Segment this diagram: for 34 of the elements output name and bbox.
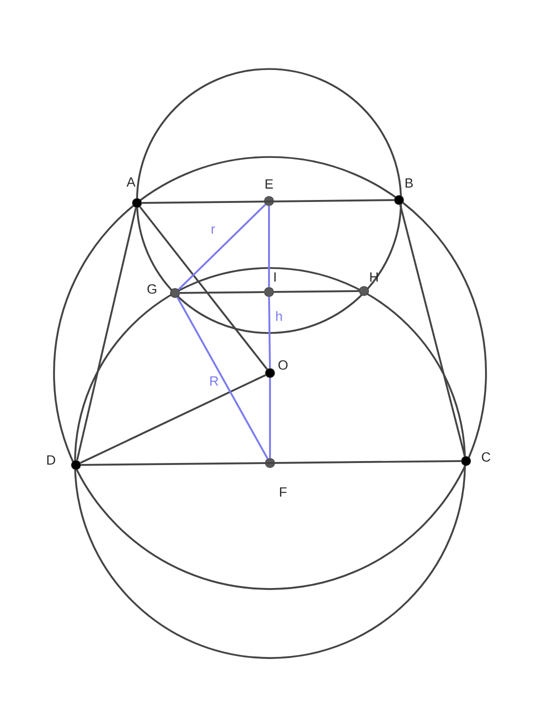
point <box>264 287 274 297</box>
point-label: E <box>266 179 273 189</box>
segment <box>178 204 266 290</box>
point <box>265 368 275 378</box>
segment <box>180 291 264 294</box>
segment <box>142 199 394 204</box>
point-label: C <box>482 452 490 462</box>
point-label: A <box>126 177 136 187</box>
edge-label: r <box>212 226 215 234</box>
point-label: D <box>47 455 56 465</box>
point <box>359 286 369 296</box>
segment <box>268 206 270 288</box>
edge-label: R <box>210 376 218 386</box>
segment <box>399 204 466 456</box>
segment <box>176 296 268 460</box>
segment <box>76 208 137 460</box>
segment <box>269 378 271 458</box>
segment <box>139 206 268 370</box>
point <box>264 196 274 206</box>
point <box>71 460 81 470</box>
point-label: G <box>147 284 156 294</box>
segment <box>268 296 271 368</box>
point-label: I <box>274 272 276 282</box>
point <box>461 456 471 466</box>
point <box>132 198 142 208</box>
point-label: O <box>278 360 288 370</box>
point-label: F <box>280 487 287 497</box>
point <box>394 195 404 205</box>
point <box>265 458 275 468</box>
point <box>170 288 180 298</box>
segment <box>80 460 462 466</box>
point-label: B <box>406 178 413 188</box>
segment <box>80 374 266 464</box>
edge-label: h <box>276 311 282 321</box>
